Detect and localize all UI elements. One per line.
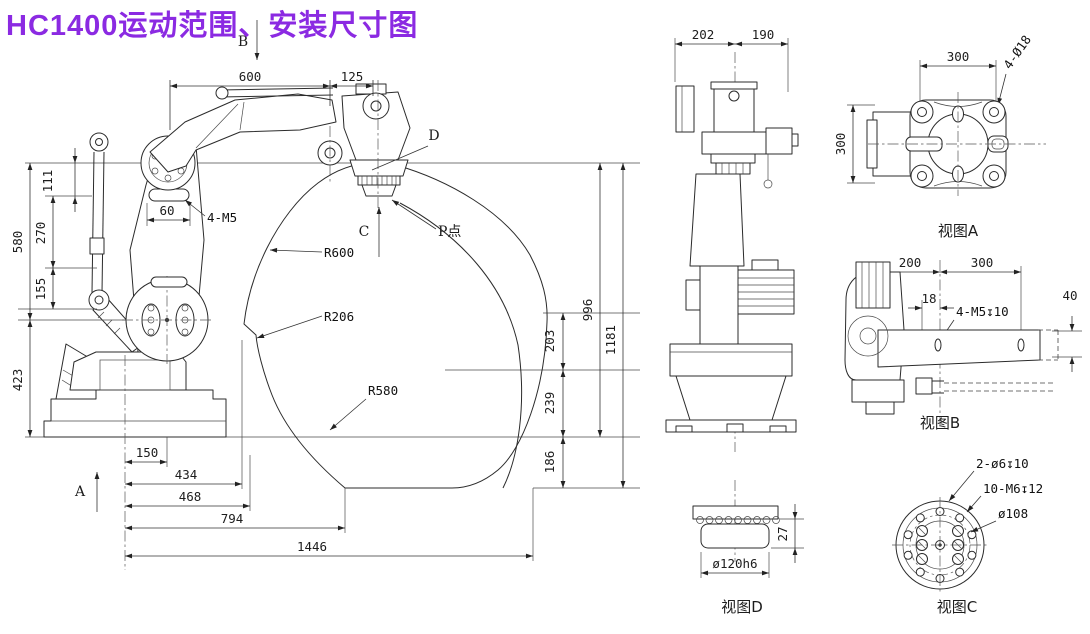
mounting-slot-lower (150, 276, 188, 288)
dim-300: 300 (971, 255, 994, 270)
view-a: 300 300 4-Ø18 视图A (833, 32, 1046, 240)
main-side-view: 600 125 B 111 270 155 580 423 (10, 20, 640, 570)
holes-note-4m5: 4-M5↧10 (956, 304, 1009, 319)
dim-111: 111 (40, 170, 55, 193)
dim-270: 270 (33, 222, 48, 245)
dim-239: 239 (542, 392, 557, 415)
dim-150: 150 (136, 445, 159, 460)
tool-flange-tip (361, 184, 397, 197)
leader-d (371, 145, 429, 171)
view-c-caption: 视图C (937, 598, 977, 616)
dim-300-vertical: 300 (833, 133, 848, 156)
view-d: ø120h6 27 视图D (692, 480, 804, 616)
rod-turnbuckle (89, 237, 105, 255)
dim-580: 580 (10, 231, 25, 254)
section-label-c: C (359, 224, 370, 240)
view-c-outline (892, 497, 988, 593)
holes-note-2d6: 2-ø6↧10 (976, 456, 1029, 471)
dim-996: 996 (580, 299, 595, 322)
section-label-d: D (428, 128, 439, 144)
upper-arm-truss (149, 93, 337, 173)
dim-203: 203 (542, 330, 557, 353)
inner-range-arc (399, 202, 523, 489)
mounting-slot-upper (148, 188, 190, 202)
radius-r580: R580 (368, 383, 398, 398)
dim-200: 200 (899, 255, 922, 270)
wrist-flange-upper (349, 159, 409, 177)
dim-1446: 1446 (297, 539, 327, 554)
dim-468: 468 (179, 489, 202, 504)
thread-note-4m5: 4-M5 (207, 210, 237, 225)
dim-202: 202 (692, 27, 715, 42)
view-b-outline (844, 261, 1059, 415)
dim-600: 600 (239, 69, 262, 84)
front-view: 202 190 (665, 27, 799, 452)
holes-note-4d18: 4-Ø18 (1000, 32, 1034, 71)
dim-434: 434 (175, 467, 198, 482)
view-d-outline (692, 505, 780, 549)
dim-40: 40 (1062, 288, 1077, 303)
dim-186: 186 (542, 451, 557, 474)
view-a-outline (866, 92, 1046, 196)
view-b-caption: 视图B (920, 414, 960, 432)
view-a-caption: 视图A (938, 222, 979, 240)
view-d-caption: 视图D (721, 598, 763, 616)
radius-r206: R206 (324, 309, 354, 324)
dim-27: 27 (775, 526, 790, 541)
dimensions-main: 600 125 B 111 270 155 580 423 (10, 20, 626, 570)
view-b: 200 300 18 4-M5↧10 40 (844, 255, 1082, 432)
dim-1181: 1181 (603, 325, 618, 355)
dim-155: 155 (33, 278, 48, 301)
bolt-circle-note-108: ø108 (998, 506, 1028, 521)
dim-300-horizontal: 300 (947, 49, 970, 64)
dim-60: 60 (159, 203, 174, 218)
point-p-label: P点 (438, 224, 461, 240)
wrist-flange-serration (357, 175, 401, 186)
dim-dia120h6: ø120h6 (712, 556, 757, 571)
front-view-outline (665, 81, 799, 433)
robot-arm-outline (43, 80, 411, 438)
dim-190: 190 (752, 27, 775, 42)
view-b-arm-plate (877, 329, 1041, 368)
holes-note-10m6: 10-M6↧12 (983, 481, 1043, 496)
radius-r600: R600 (324, 245, 354, 260)
section-label-a: A (74, 484, 86, 500)
dim-423: 423 (10, 369, 25, 392)
dim-125: 125 (341, 69, 364, 84)
section-label-b: B (238, 34, 248, 50)
page-title: HC1400运动范围、安装尺寸图 (6, 10, 419, 42)
view-c: 2-ø6↧10 10-M6↧12 ø108 视图C (892, 456, 1043, 616)
dim-18: 18 (921, 291, 936, 306)
dim-794: 794 (221, 511, 244, 526)
motion-envelope (243, 162, 548, 489)
